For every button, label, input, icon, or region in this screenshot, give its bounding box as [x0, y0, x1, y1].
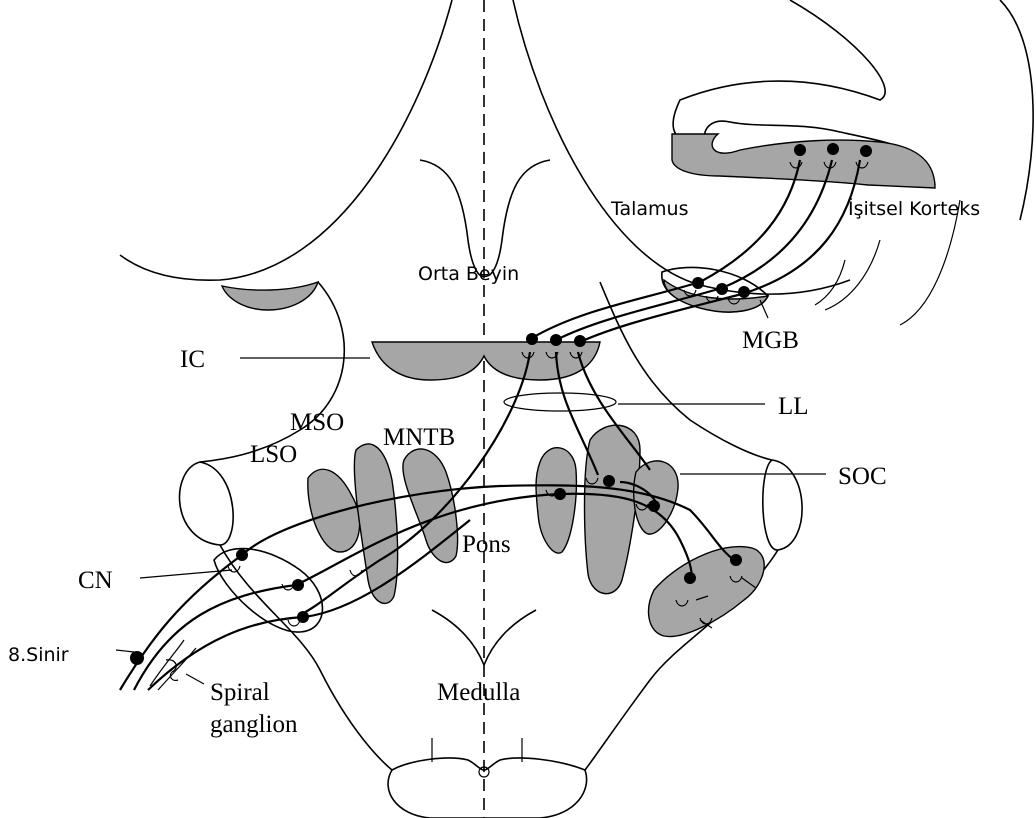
cell-cn-right-2	[730, 554, 742, 566]
label-lso: LSO	[250, 441, 297, 468]
cell-spiral	[130, 651, 144, 665]
label-mntb: MNTB	[383, 424, 455, 451]
cortex-right-arc	[1000, 0, 1033, 220]
mntb-left	[403, 449, 458, 563]
label-medulla: Medulla	[437, 679, 520, 706]
label-mgb: MGB	[742, 327, 799, 354]
leader-spiral	[186, 674, 204, 684]
cn-right-nucleus	[649, 547, 765, 637]
label-ic: IC	[180, 346, 205, 373]
cell-soc-3	[648, 500, 660, 512]
leader-mgb	[760, 300, 768, 318]
mgb-nucleus	[664, 280, 768, 312]
lso-left	[308, 469, 360, 552]
cell-cortex-3	[860, 145, 872, 157]
label-orta-beyin: Orta Beyin	[418, 263, 519, 285]
cell-ic-2	[550, 334, 562, 346]
label-spiral: Spiral	[210, 679, 270, 706]
cell-cn-left-1	[236, 549, 248, 561]
cell-cortex-2	[827, 143, 839, 155]
cell-ic-1	[526, 333, 538, 345]
mso-right	[585, 425, 641, 593]
cell-cortex-1	[794, 144, 806, 156]
label-talamus: Talamus	[610, 198, 688, 220]
leader-sinir	[116, 650, 134, 652]
cell-mgb-3	[738, 286, 750, 298]
cell-ic-3	[574, 335, 586, 347]
label-pons: Pons	[462, 531, 511, 558]
midbrain-notch	[420, 160, 550, 276]
label-ll: LL	[778, 393, 809, 420]
label-ganglion: ganglion	[210, 711, 298, 738]
cell-cn-right-1	[684, 572, 696, 584]
left-hemisphere-outline	[120, 0, 452, 280]
cell-cn-left-3	[297, 611, 309, 623]
left-bulge	[180, 462, 234, 545]
left-mgb-nucleus	[222, 282, 318, 310]
label-sinir: 8.Sinir	[8, 644, 69, 666]
auditory-cortex-region	[672, 134, 935, 188]
label-isitsel-korteks: İşitsel Korteks	[848, 197, 980, 220]
label-mso: MSO	[290, 409, 344, 436]
label-cn: CN	[78, 567, 113, 594]
label-soc: SOC	[838, 463, 887, 490]
fiber-cortex-2	[556, 160, 832, 340]
cell-soc-1	[603, 475, 615, 487]
ic-nucleus	[372, 342, 600, 380]
cortex-line-b	[825, 240, 880, 310]
medulla-bottom	[388, 758, 587, 818]
cell-mgb-2	[716, 283, 728, 295]
mntb-right	[536, 448, 576, 553]
fiber-nerve-1	[120, 555, 242, 690]
cortex-outer	[673, 0, 885, 140]
cell-mgb-1	[692, 277, 704, 289]
fiber-cortex-1	[532, 160, 800, 338]
